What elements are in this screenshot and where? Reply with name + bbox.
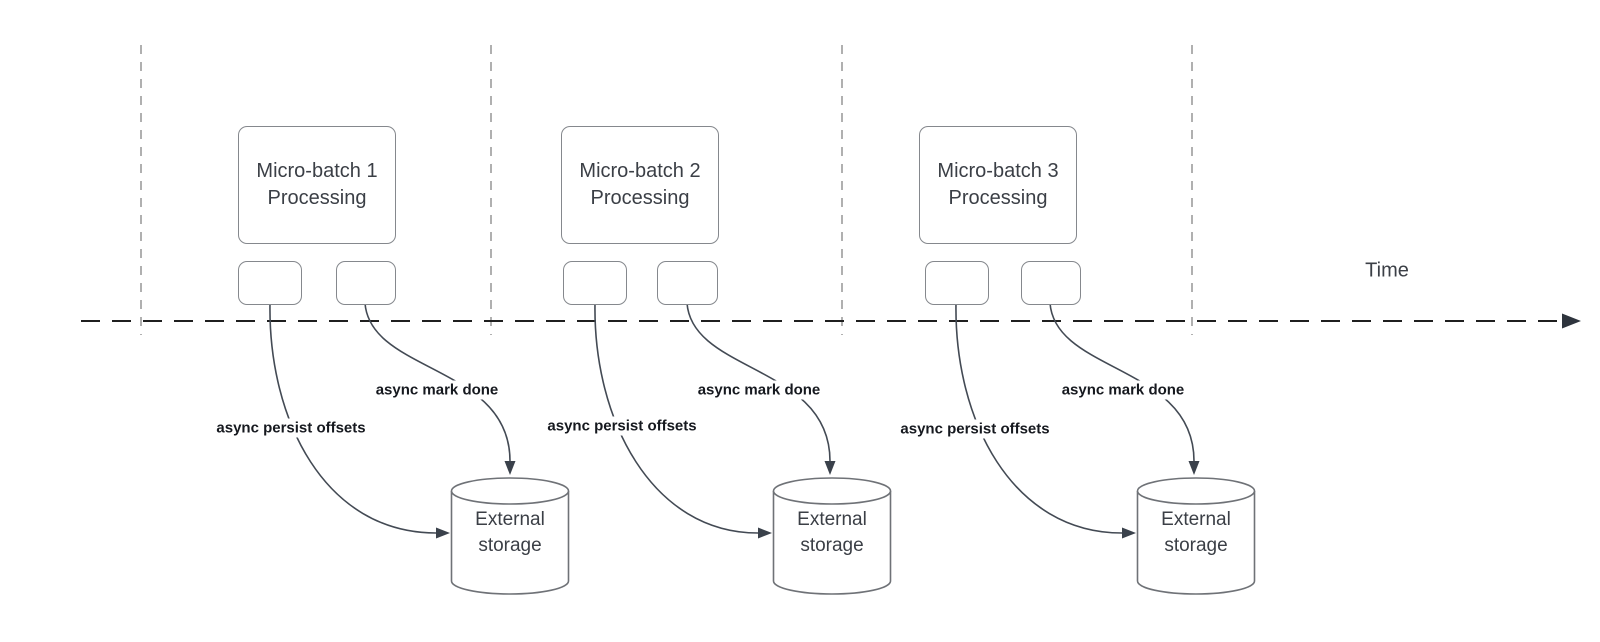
persist-offsets-arrowhead-icon-3 [1122,527,1136,539]
micro-batch-2-title-line1: Micro-batch 2 [579,160,701,182]
micro-batch-3-title-line1: Micro-batch 3 [937,160,1059,182]
persist-offsets-arrowhead-icon-1 [436,527,450,539]
micro-batch-3-title-line2: Processing [948,187,1048,209]
external-storage-label-3: External storage [1161,509,1231,556]
micro-batch-2-title-line2: Processing [590,187,690,209]
external-storage-label-1: External storage [475,509,545,556]
persist-offsets-connector-3 [955,302,1123,534]
micro-batch-3-box: Micro-batch 3 Processing [919,126,1077,244]
mark-done-arrowhead-icon-2 [824,461,836,475]
offset-task-box-1 [238,261,302,305]
mark-done-connector-1 [364,302,511,462]
mark-done-label-1: async mark done [371,380,503,400]
persist-offsets-label-1: async persist offsets [212,418,370,438]
time-axis-label: Time [1365,259,1409,282]
mark-done-arrowhead-icon-3 [1188,461,1200,475]
mark-done-connector-3 [1049,302,1195,462]
mark-done-label-3: async mark done [1057,380,1189,400]
persist-offsets-arrowhead-icon-2 [758,527,772,539]
micro-batch-1-box: Micro-batch 1 Processing [238,126,396,244]
persist-offsets-label-3: async persist offsets [896,419,1054,439]
mark-done-connector-2 [686,302,831,462]
mark-done-label-2: async mark done [693,380,825,400]
persist-offsets-connector-1 [269,302,437,534]
mark-done-arrowhead-icon-1 [504,461,516,475]
time-axis-arrowhead-icon [1562,313,1581,329]
external-storage-cylinder-1 [450,477,570,595]
persist-offsets-label-2: async persist offsets [543,416,701,436]
external-storage-cylinder-3 [1136,477,1256,595]
offset-task-box-2 [563,261,627,305]
micro-batch-2-box: Micro-batch 2 Processing [561,126,719,244]
external-storage-label-2: External storage [797,509,867,556]
persist-offsets-connector-2 [594,302,759,534]
micro-batch-1-title-line1: Micro-batch 1 [256,160,378,182]
external-storage-cylinder-2 [772,477,892,595]
offset-task-box-3 [925,261,989,305]
done-task-box-2 [657,261,718,305]
done-task-box-1 [336,261,396,305]
done-task-box-3 [1021,261,1081,305]
micro-batch-1-title-line2: Processing [267,187,367,209]
